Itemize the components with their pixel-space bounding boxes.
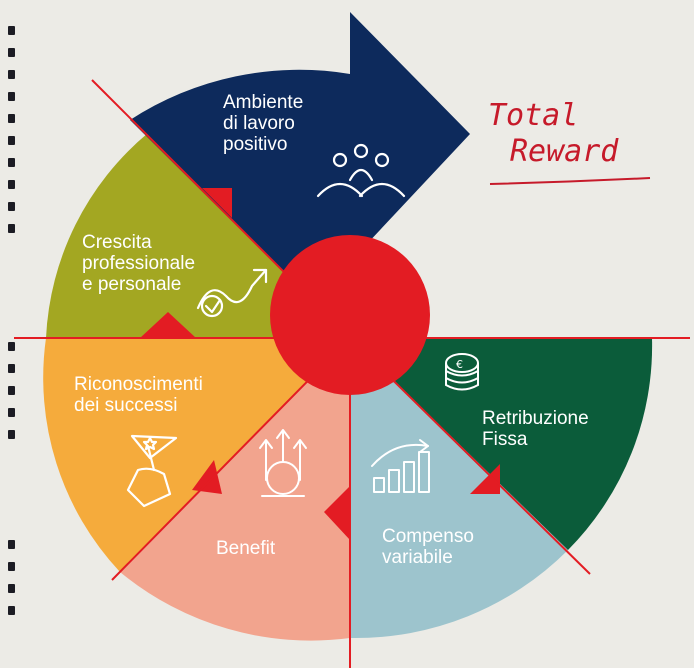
label-crescita-line1: Crescita bbox=[82, 232, 152, 253]
cropped-glyph bbox=[8, 386, 15, 395]
label-retribuzione-line2: Fissa bbox=[482, 429, 528, 450]
cropped-glyph bbox=[8, 224, 15, 233]
label-benefit-line1: Benefit bbox=[216, 538, 276, 559]
cropped-glyph bbox=[8, 540, 15, 549]
label-compenso-line1: Compenso bbox=[382, 526, 474, 547]
cropped-glyph bbox=[8, 48, 15, 57]
euro-symbol: € bbox=[456, 358, 463, 371]
label-ambiente-line3: positivo bbox=[223, 134, 288, 155]
team-people-icon bbox=[316, 143, 406, 198]
notch-marker bbox=[192, 460, 222, 494]
cropped-glyph bbox=[8, 364, 15, 373]
label-ambiente: Ambiente di lavoro positivo bbox=[223, 92, 303, 155]
cropped-glyph bbox=[8, 342, 15, 351]
cropped-glyph bbox=[8, 136, 15, 145]
cropped-glyph bbox=[8, 584, 15, 593]
cropped-side-text bbox=[0, 0, 22, 668]
cropped-glyph bbox=[8, 606, 15, 615]
segment-retribuzione bbox=[350, 338, 653, 550]
label-retribuzione-line1: Retribuzione bbox=[482, 408, 589, 429]
total-reward-title: Total Reward bbox=[488, 98, 618, 170]
label-crescita-line2: professionale bbox=[82, 253, 196, 274]
label-riconoscimenti-line1: Riconoscimenti bbox=[74, 374, 203, 395]
cropped-glyph bbox=[8, 114, 15, 123]
title-word-reward: Reward bbox=[510, 134, 619, 169]
notch-marker bbox=[140, 312, 196, 338]
bar-chart-trend-icon bbox=[371, 439, 430, 493]
hand-flag-icon bbox=[126, 434, 178, 508]
cropped-glyph bbox=[8, 430, 15, 439]
label-crescita: Crescita professionale e personale bbox=[82, 232, 195, 295]
cropped-glyph bbox=[8, 408, 15, 417]
label-crescita-line3: e personale bbox=[82, 274, 182, 295]
label-retribuzione: Retribuzione Fissa bbox=[482, 408, 589, 450]
label-compenso-line2: variabile bbox=[382, 547, 453, 568]
circle-arrows-icon bbox=[259, 429, 307, 497]
segment-ambiente bbox=[130, 12, 470, 338]
notch-marker bbox=[324, 486, 350, 540]
cropped-glyph bbox=[8, 180, 15, 189]
title-underline bbox=[489, 177, 651, 185]
notch-marker bbox=[202, 188, 232, 218]
label-riconoscimenti-line2: dei successi bbox=[74, 395, 178, 416]
cropped-glyph bbox=[8, 562, 15, 571]
euro-coins-icon bbox=[445, 353, 479, 391]
segment-riconoscimenti bbox=[43, 338, 350, 572]
label-benefit: Benefit bbox=[216, 538, 275, 559]
cropped-glyph bbox=[8, 26, 15, 35]
cropped-glyph bbox=[8, 92, 15, 101]
segment-compenso bbox=[350, 338, 568, 639]
cropped-glyph bbox=[8, 70, 15, 79]
center-hub bbox=[270, 235, 430, 395]
growth-arrow-icon bbox=[196, 268, 268, 318]
segment-crescita bbox=[46, 133, 350, 338]
cropped-glyph bbox=[8, 202, 15, 211]
segment-benefit bbox=[120, 338, 350, 641]
label-ambiente-line2: di lavoro bbox=[223, 113, 295, 134]
label-compenso: Compenso variabile bbox=[382, 526, 474, 568]
title-word-total: Total bbox=[488, 98, 579, 133]
label-ambiente-line1: Ambiente bbox=[223, 92, 304, 113]
notch-marker bbox=[470, 464, 500, 494]
cropped-glyph bbox=[8, 158, 15, 167]
label-riconoscimenti: Riconoscimenti dei successi bbox=[74, 374, 203, 416]
